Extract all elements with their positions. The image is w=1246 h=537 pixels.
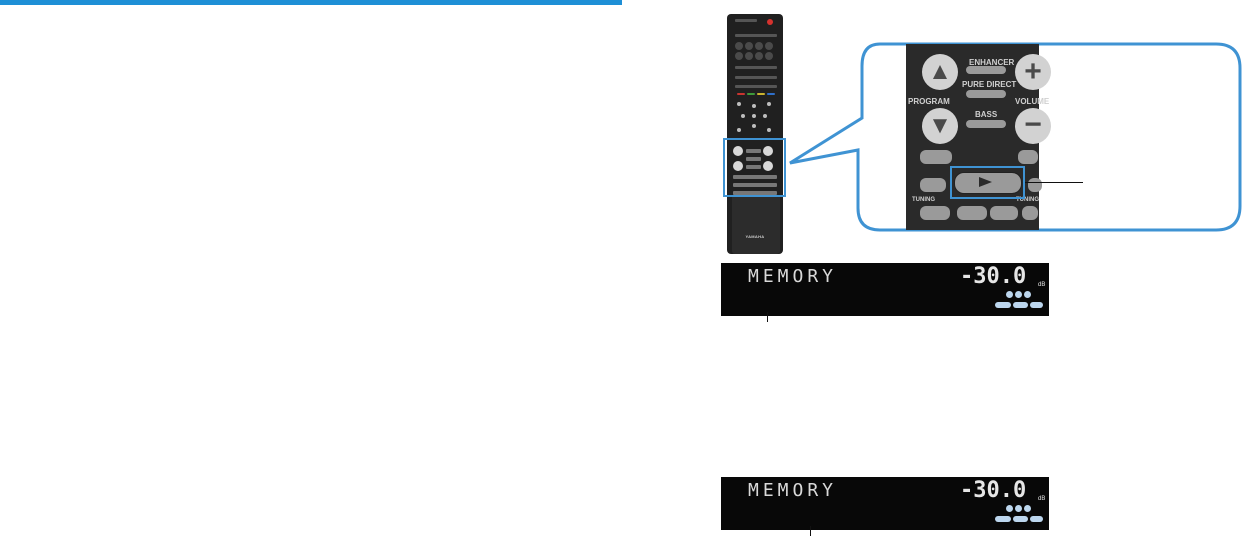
display-2-zone-indicator	[1013, 516, 1028, 522]
volume-label: VOLUME	[1015, 97, 1050, 106]
remote-number-key	[745, 52, 753, 60]
playback-strip	[733, 183, 777, 187]
display-2-pointer	[810, 526, 811, 536]
volume-down-key-icon: −	[1015, 108, 1051, 144]
play-highlight-frame	[950, 166, 1025, 199]
bass-strip	[746, 165, 761, 169]
mute-strip	[733, 175, 777, 179]
enter-key-icon	[752, 114, 756, 118]
display-1-unit: dB	[1038, 282, 1046, 288]
program-label: PROGRAM	[908, 97, 950, 106]
remote-scene-strip	[735, 66, 777, 69]
front-display-2	[721, 477, 1049, 530]
display-1-text: MEMORY	[748, 266, 838, 287]
display-1-indicator-icon	[1006, 291, 1013, 298]
display-1-indicator-icon	[1015, 291, 1022, 298]
pure-direct-label: PURE DIRECT	[962, 80, 1017, 89]
stop-key	[957, 206, 987, 220]
remote-number-key	[765, 52, 773, 60]
tuning-strip	[733, 191, 777, 195]
skip-back-key	[920, 178, 946, 192]
skip-forward-key	[1028, 178, 1042, 192]
display-1-pointer	[767, 312, 768, 322]
display-2-text: MEMORY	[748, 480, 838, 501]
enhancer-key	[966, 66, 1006, 74]
enhancer-strip	[746, 149, 761, 153]
left-key	[920, 150, 952, 164]
display-2-zone-indicator	[1030, 516, 1043, 522]
remote-info-strip	[735, 85, 777, 88]
remote-number-key	[755, 52, 763, 60]
play-icon	[979, 177, 992, 187]
setup-key-icon	[737, 102, 741, 106]
display-2-indicator-icon	[1024, 505, 1031, 512]
volume-down-icon	[763, 161, 773, 171]
play-leader-line	[1025, 182, 1083, 183]
header-rule	[0, 0, 622, 5]
pure-direct-strip	[746, 157, 761, 161]
remote-top-strip	[735, 19, 757, 22]
remote-number-key	[765, 42, 773, 50]
rewind-key	[920, 206, 950, 220]
help-key-icon	[767, 128, 771, 132]
option-key-icon	[767, 102, 771, 106]
blue-key-icon	[767, 93, 775, 95]
pause-key	[990, 206, 1018, 220]
power-button-icon	[767, 19, 773, 25]
remote-number-key	[745, 42, 753, 50]
display-2-indicator-icon	[1015, 505, 1022, 512]
tuning-left-label: TUNING	[912, 197, 935, 203]
fast-forward-key	[1022, 206, 1038, 220]
remote-number-key	[735, 42, 743, 50]
remote-option-strip	[735, 76, 777, 79]
yellow-key-icon	[757, 93, 765, 95]
cursor-up-icon	[752, 104, 756, 108]
enhancer-label: ENHANCER	[969, 58, 1015, 67]
remote-number-key	[755, 42, 763, 50]
display-1-zone-indicator	[1030, 302, 1043, 308]
green-key-icon	[747, 93, 755, 95]
program-up-icon	[733, 146, 743, 156]
remote-number-key	[735, 52, 743, 60]
front-display-1	[721, 263, 1049, 316]
mute-key	[1018, 150, 1038, 164]
display-2-indicator-icon	[1006, 505, 1013, 512]
display-1-volume: -30.0	[960, 264, 1027, 289]
remote-brand: YAMAHA	[745, 234, 765, 239]
cursor-left-icon	[741, 114, 745, 118]
bass-key	[966, 120, 1006, 128]
display-2-volume: -30.0	[960, 478, 1027, 503]
cursor-down-icon	[752, 124, 756, 128]
remote-lower-panel	[732, 196, 780, 254]
volume-up-key-icon: +	[1015, 54, 1051, 90]
remote-highlight-frame	[723, 138, 786, 197]
program-up-key-icon: ▲	[922, 54, 958, 90]
volume-up-icon	[763, 146, 773, 156]
tuning-right-label: TUNING	[1016, 197, 1039, 203]
remote-input-strip	[735, 34, 777, 37]
program-down-key-icon: ▼	[922, 108, 958, 144]
red-key-icon	[737, 93, 745, 95]
display-1-zone-indicator	[995, 302, 1011, 308]
pure-direct-key	[966, 90, 1006, 98]
cursor-right-icon	[763, 114, 767, 118]
display-1-zone-indicator	[1013, 302, 1028, 308]
display-2-zone-indicator	[995, 516, 1011, 522]
display-1-indicator-icon	[1024, 291, 1031, 298]
bass-label: BASS	[975, 110, 998, 119]
program-down-icon	[733, 161, 743, 171]
return-key-icon	[737, 128, 741, 132]
display-2-unit: dB	[1038, 496, 1046, 502]
